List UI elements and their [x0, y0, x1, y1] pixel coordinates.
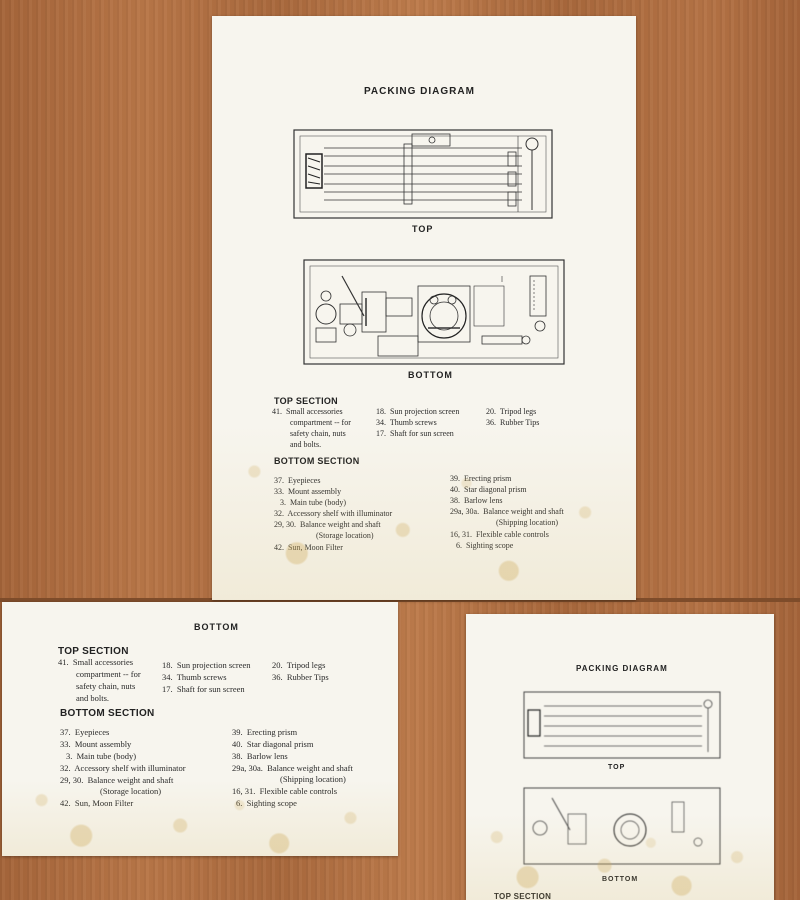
- bottom-col1-line1: 37. Eyepieces: [274, 476, 321, 485]
- closeup-bottom-section-heading: BOTTOM SECTION: [60, 708, 155, 719]
- blurred-bottom-label: BOTTOM: [602, 876, 639, 883]
- top-label: TOP: [412, 224, 434, 234]
- blurred-top-label: TOP: [608, 764, 626, 771]
- closeup-bottom-col1-line3: 3. Main tube (body): [66, 751, 137, 761]
- bottom-col2-line2: 40. Star diagonal prism: [450, 485, 527, 494]
- bottom-col2-line7: 6. Sighting scope: [456, 541, 514, 550]
- closeup-bottom-label: BOTTOM: [194, 622, 239, 632]
- closeup-top-col2-line2: 34. Thumb screws: [162, 672, 227, 682]
- closeup-top-col1-line1: 41. Small accessories: [58, 657, 134, 667]
- top-col2-line3: 17. Shaft for sun screen: [376, 429, 454, 438]
- bottom-col2-line5: (Shipping location): [496, 518, 558, 527]
- bottom-label: BOTTOM: [408, 370, 453, 380]
- page-title: PACKING DIAGRAM: [364, 86, 475, 97]
- closeup-bottom-col2-line2: 40. Star diagonal prism: [232, 739, 314, 749]
- closeup-top-section-heading: TOP SECTION: [58, 646, 129, 657]
- top-diagram: [293, 129, 553, 219]
- top-col2-line1: 18. Sun projection screen: [376, 407, 460, 416]
- closeup-top-col2-line1: 18. Sun projection screen: [162, 660, 251, 670]
- top-col1-line3: safety chain, nuts: [290, 429, 346, 438]
- bottom-col2-line4: 29a, 30a. Balance weight and shaft: [450, 507, 564, 516]
- bottom-section-heading: BOTTOM SECTION: [274, 456, 360, 466]
- closeup-top-col3-line1: 20. Tripod legs: [272, 660, 326, 670]
- closeup-bottom-col2-line7: 6. Sighting scope: [236, 798, 297, 808]
- closeup-bottom-col1-line6: (Storage location): [100, 786, 162, 796]
- closeup-bottom-col1-line2: 33. Mount assembly: [60, 739, 132, 749]
- bottom-col1-line5: 29, 30. Balance weight and shaft: [274, 520, 381, 529]
- closeup-top-col2-line3: 17. Shaft for sun screen: [162, 684, 245, 694]
- photo-seam: [0, 598, 800, 602]
- closeup-bottom-col2-line5: (Shipping location): [280, 774, 346, 784]
- top-col3-line1: 20. Tripod legs: [486, 407, 537, 416]
- top-col1-line4: and bolts.: [290, 440, 322, 449]
- bottom-col2-line6: 16, 31. Flexible cable controls: [450, 530, 549, 539]
- main-sheet: PACKING DIAGRAM TOP: [212, 16, 636, 600]
- bottom-col1-line7: 42. Sun, Moon Filter: [274, 543, 343, 552]
- top-col3-line2: 36. Rubber Tips: [486, 418, 540, 427]
- bottom-col1-line4: 32. Accessory shelf with illuminator: [274, 509, 393, 518]
- closeup-bottom-col2-line1: 39. Erecting prism: [232, 727, 298, 737]
- closeup-top-col1-line4: and bolts.: [76, 693, 110, 703]
- blurred-top-diagram: [523, 691, 721, 759]
- top-col2-line2: 34. Thumb screws: [376, 418, 437, 427]
- bottom-col1-line6: (Storage location): [316, 531, 374, 540]
- closeup-bottom-col2-line3: 38. Barlow lens: [232, 751, 288, 761]
- closeup-top-col1-line3: safety chain, nuts: [76, 681, 136, 691]
- top-col1-line1: 41. Small accessories: [272, 407, 343, 416]
- closeup-bottom-col2-line4: 29a, 30a. Balance weight and shaft: [232, 763, 353, 773]
- closeup-bottom-col1-line5: 29, 30. Balance weight and shaft: [60, 775, 174, 785]
- bottom-col2-line3: 38. Barlow lens: [450, 496, 503, 505]
- bottom-col1-line2: 33. Mount assembly: [274, 487, 342, 496]
- closeup-bottom-col1-line7: 42. Sun, Moon Filter: [60, 798, 134, 808]
- closeup-top-col3-line2: 36. Rubber Tips: [272, 672, 329, 682]
- closeup-bottom-col2-line6: 16, 31. Flexible cable controls: [232, 786, 338, 796]
- bottom-col1-line3: 3. Main tube (body): [280, 498, 346, 507]
- top-col1-line2: compartment -- for: [290, 418, 351, 427]
- closeup-top-col1-line2: compartment -- for: [76, 669, 141, 679]
- bottom-col2-line1: 39. Erecting prism: [450, 474, 512, 483]
- closeup-bottom-col1-line4: 32. Accessory shelf with illuminator: [60, 763, 186, 773]
- blurred-sheet: PACKING DIAGRAM TOP BOTTOM TOP SECTION: [466, 614, 774, 900]
- blurred-top-section-heading: TOP SECTION: [494, 892, 552, 900]
- closeup-sheet: BOTTOM TOP SECTION 41. Small accessories…: [2, 602, 398, 856]
- blurred-page-title: PACKING DIAGRAM: [576, 664, 668, 673]
- closeup-bottom-col1-line1: 37. Eyepieces: [60, 727, 110, 737]
- top-section-heading: TOP SECTION: [274, 396, 338, 406]
- blurred-bottom-diagram: [523, 787, 721, 865]
- bottom-diagram: [303, 259, 565, 365]
